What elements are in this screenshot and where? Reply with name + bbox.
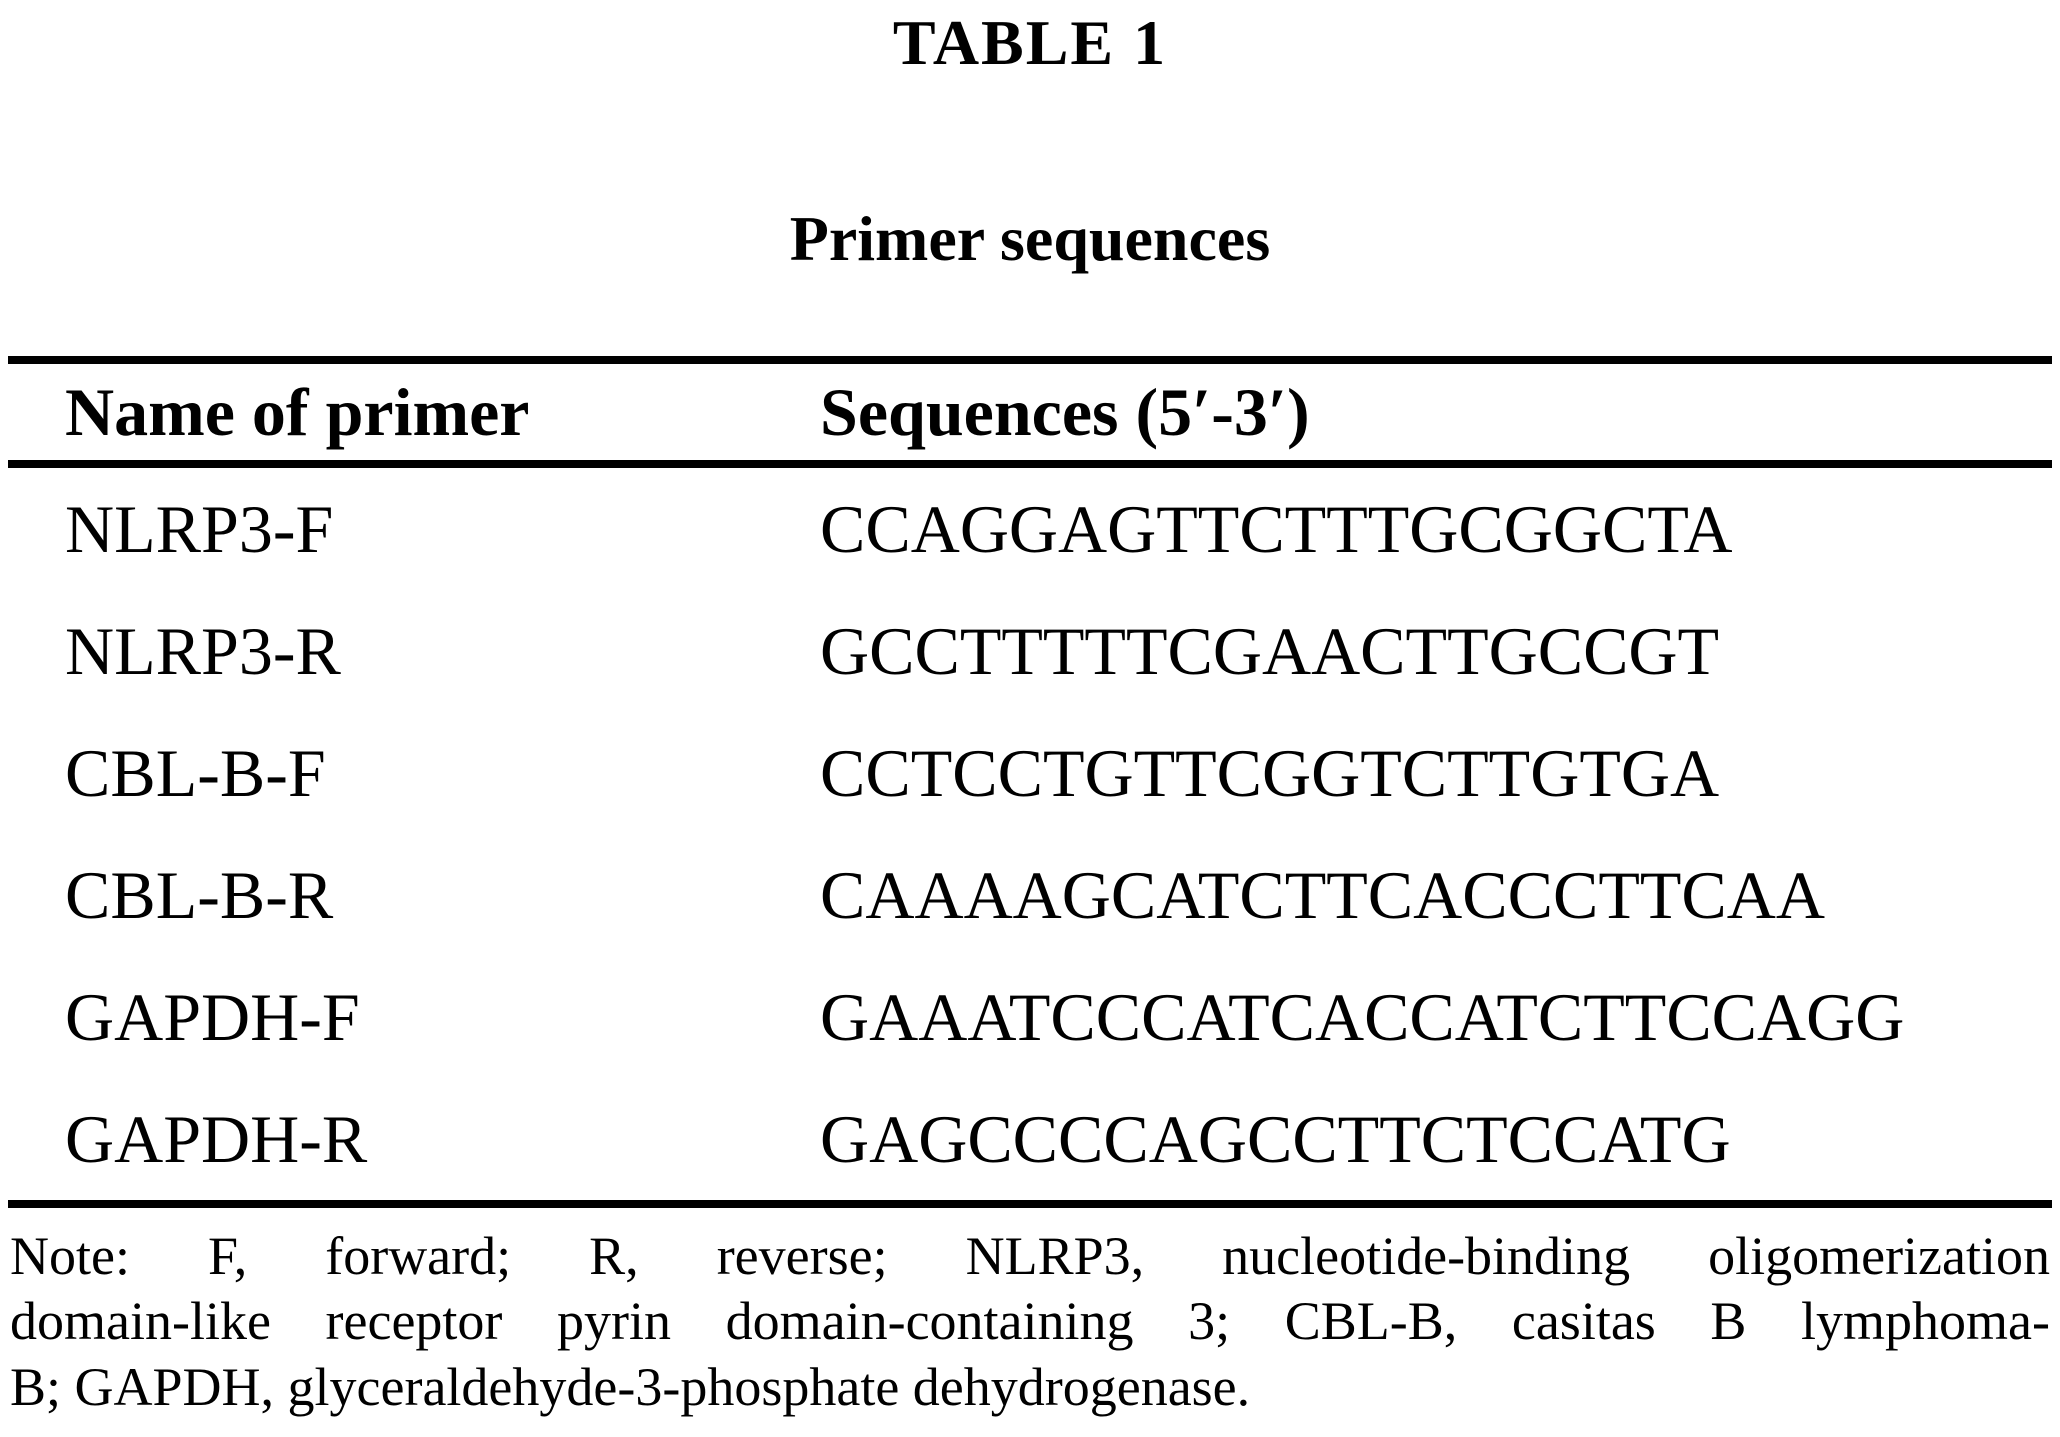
- table-footnote: Note: F, forward; R, reverse; NLRP3, nuc…: [10, 1224, 2050, 1420]
- sequence-cell: GAGCCCCAGCCTTCTCCATG: [820, 1100, 1731, 1177]
- primer-name-cell: NLRP3-F: [65, 490, 334, 567]
- primer-sequences-table: Name of primer Sequences (5′-3′) NLRP3-F…: [8, 356, 2052, 1208]
- table-row: CBL-B-R CAAAAGCATCTTCACCCTTCAA: [8, 834, 2052, 956]
- primer-name-cell: GAPDH-R: [65, 1100, 368, 1177]
- table-note-line: Note: F, forward; R, reverse; NLRP3, nuc…: [10, 1226, 2050, 1286]
- table-note-line: B; GAPDH, glyceraldehyde-3-phosphate deh…: [10, 1356, 1251, 1417]
- sequence-cell: CAAAAGCATCTTCACCCTTCAA: [820, 856, 1825, 933]
- primer-name-cell: GAPDH-F: [65, 978, 360, 1055]
- header-row: Name of primer Sequences (5′-3′): [8, 360, 2052, 468]
- sequence-cell: GAAATCCCATCACCATCTTCCAGG: [820, 978, 1905, 1055]
- table-row: CBL-B-F CCTCCTGTTCGGTCTTGTGA: [8, 712, 2052, 834]
- table-row: GAPDH-F GAAATCCCATCACCATCTTCCAGG: [8, 956, 2052, 1078]
- table-caption: Primer sequences: [789, 203, 1271, 274]
- table-row: NLRP3-F CCAGGAGTTCTTTGCGGCTA: [8, 464, 2052, 590]
- primer-name-cell: CBL-B-R: [65, 856, 334, 933]
- primer-name-cell: CBL-B-F: [65, 734, 326, 811]
- table-note-line: domain-like receptor pyrin domain-contai…: [10, 1291, 2050, 1352]
- table-number-title: TABLE 1: [892, 7, 1168, 78]
- table-row: GAPDH-R GAGCCCCAGCCTTCTCCATG: [8, 1078, 2052, 1204]
- primer-name-cell: NLRP3-R: [65, 612, 341, 689]
- sequence-cell: GCCTTTTTCGAACTTGCCGT: [820, 612, 1720, 689]
- table-row: NLRP3-R GCCTTTTTCGAACTTGCCGT: [8, 590, 2052, 712]
- column-header-sequences: Sequences (5′-3′): [820, 360, 2052, 468]
- sequence-cell: CCAGGAGTTCTTTGCGGCTA: [820, 490, 1733, 567]
- column-header-primer-name: Name of primer: [8, 360, 820, 468]
- sequence-cell: CCTCCTGTTCGGTCTTGTGA: [820, 734, 1720, 811]
